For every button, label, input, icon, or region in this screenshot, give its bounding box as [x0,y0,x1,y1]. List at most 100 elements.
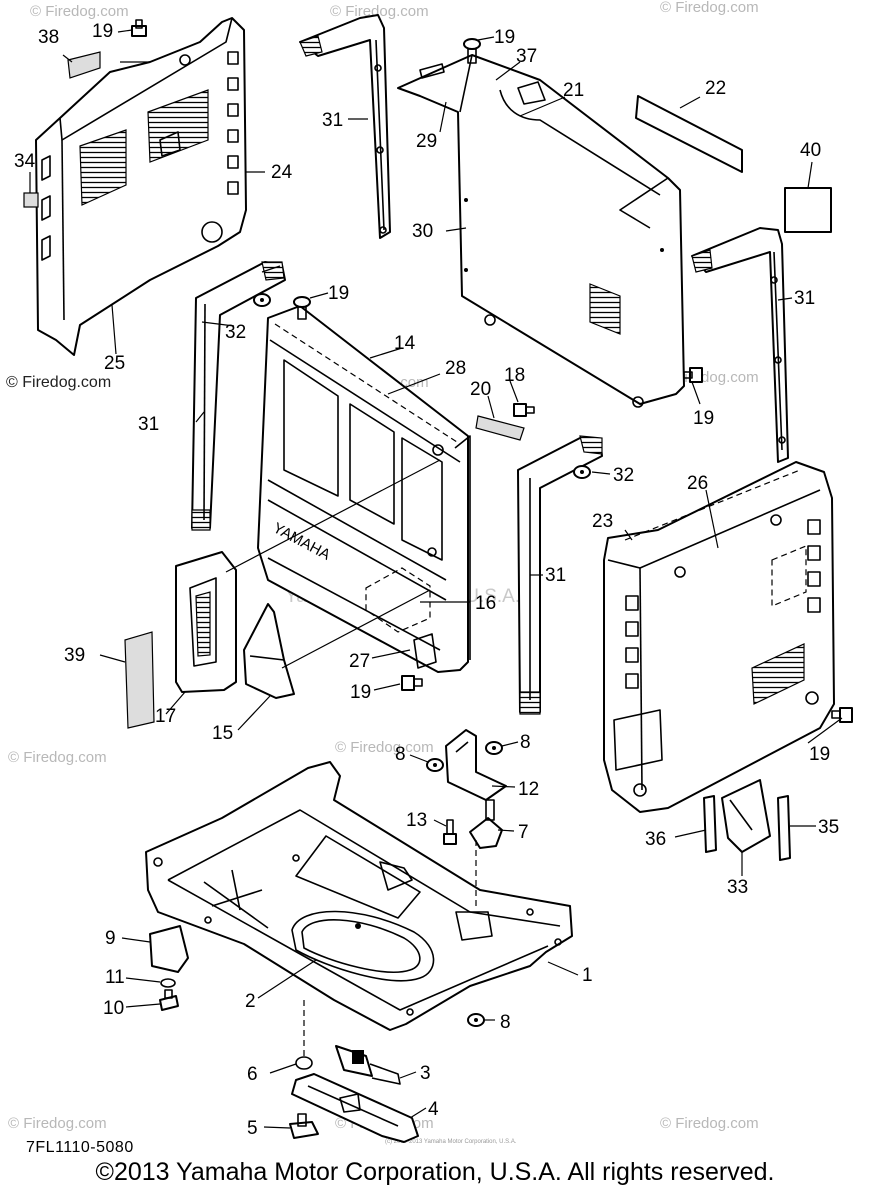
watermark-top-center: © Firedog.com [330,3,429,20]
fastener-19-mid [293,296,311,320]
callout-8-a: 8 [395,744,406,765]
callout-19-d: 19 [693,408,714,429]
watermark-top-right: © Firedog.com [660,0,759,16]
part-31-strap-top [299,14,391,239]
callout-33: 33 [727,877,748,898]
part-40-label [784,187,832,233]
callout-39: 39 [64,645,85,666]
watermark-top-left: © Firedog.com [30,3,129,20]
callout-10: 10 [103,998,124,1019]
part-7-mount [469,799,503,849]
part-12-bracket [445,729,507,801]
part-5-screw [289,1113,319,1139]
callout-26: 26 [687,473,708,494]
copyright-notice: ©2013 Yamaha Motor Corporation, U.S.A. A… [95,1158,775,1186]
callout-3: 3 [420,1063,431,1084]
callout-7: 7 [518,822,529,843]
part-11-washer [160,978,176,988]
callout-19-a: 19 [92,21,113,42]
callout-30: 30 [412,221,433,242]
callout-11: 11 [105,967,125,988]
callout-9: 9 [105,928,116,949]
part-4-plate [291,1073,419,1143]
callout-15: 15 [212,723,233,744]
callout-21: 21 [563,80,584,101]
watermark-low-center: © Firedog.com [335,739,434,756]
part-1-base-frame [145,761,573,1031]
callout-25: 25 [104,353,125,374]
callout-32-a: 32 [225,322,246,343]
part-34-label [23,192,39,208]
callout-18: 18 [504,365,525,386]
fastener-32-left [253,293,271,307]
callout-5: 5 [247,1118,258,1139]
part-10-bolt [159,989,179,1011]
fastener-8-left [426,758,444,772]
callout-2: 2 [245,991,256,1012]
callout-19-f: 19 [809,744,830,765]
part-14-frame: YAMAHA [257,305,471,673]
callout-12: 12 [518,779,539,800]
callout-1: 1 [582,965,593,986]
fastener-8-right [485,741,503,755]
fastener-19-top [131,19,147,37]
callout-19-c: 19 [328,283,349,304]
callout-23: 23 [592,511,613,532]
part-20-strip [475,415,525,441]
watermark-bottom-right: © Firedog.com [660,1115,759,1132]
callout-20: 20 [470,379,491,400]
callout-40: 40 [800,140,821,161]
callout-32-b: 32 [613,465,634,486]
part-17-handle-panel [175,551,237,693]
callout-38: 38 [38,27,59,48]
fastener-19-right [683,367,703,383]
callout-31-a: 31 [322,110,343,131]
fastener-19-far-right [831,707,853,723]
callout-36: 36 [645,829,666,850]
part-31-strap-mid [517,435,603,715]
callout-31-c: 31 [138,414,159,435]
fastener-13 [443,819,457,845]
drawing-code: 7FL1110-5080 [26,1139,134,1156]
callout-27: 27 [349,651,370,672]
part-9-bracket [149,925,189,973]
fastener-19-low [401,675,423,691]
callout-19-b: 19 [494,27,515,48]
fastener-19-upper [463,38,481,64]
part-3-switch [335,1045,401,1085]
callout-31-d: 31 [545,565,566,586]
callout-17: 17 [155,706,176,727]
callout-19-e: 19 [350,682,371,703]
part-35-clip [777,795,791,861]
part-15-bracket [243,603,295,699]
callout-16: 16 [475,593,496,614]
callout-24: 24 [271,162,293,183]
watermark-bottom-left: © Firedog.com [8,1115,107,1132]
callout-35: 35 [818,817,839,838]
part-36-clip [703,795,717,853]
part-38-sticker [67,51,101,79]
callout-22: 22 [705,78,726,99]
part-6-nut [295,1056,313,1070]
watermark-low-left: © Firedog.com [8,749,107,766]
part-24-left-cover [35,17,247,356]
callout-37: 37 [516,46,537,67]
watermark-left-dark: © Firedog.com [6,374,111,391]
part-22-label [635,95,743,173]
watermark-tiny: (c) 2000-2013 Yamaha Motor Corporation, … [385,1139,517,1145]
part-33-guide [721,779,771,853]
callout-14: 14 [394,333,416,354]
part-27-plate [413,633,437,669]
callout-31-b: 31 [794,288,815,309]
callout-4: 4 [428,1099,439,1120]
callout-6: 6 [247,1064,258,1085]
part-23-right-cover [603,461,835,813]
callout-28: 28 [445,358,466,379]
fastener-18 [513,403,535,417]
callout-34: 34 [14,151,36,172]
callout-13: 13 [406,810,427,831]
callout-8-c: 8 [500,1012,511,1033]
fastener-8-bottom [467,1013,485,1027]
leader-lines [29,29,843,1129]
